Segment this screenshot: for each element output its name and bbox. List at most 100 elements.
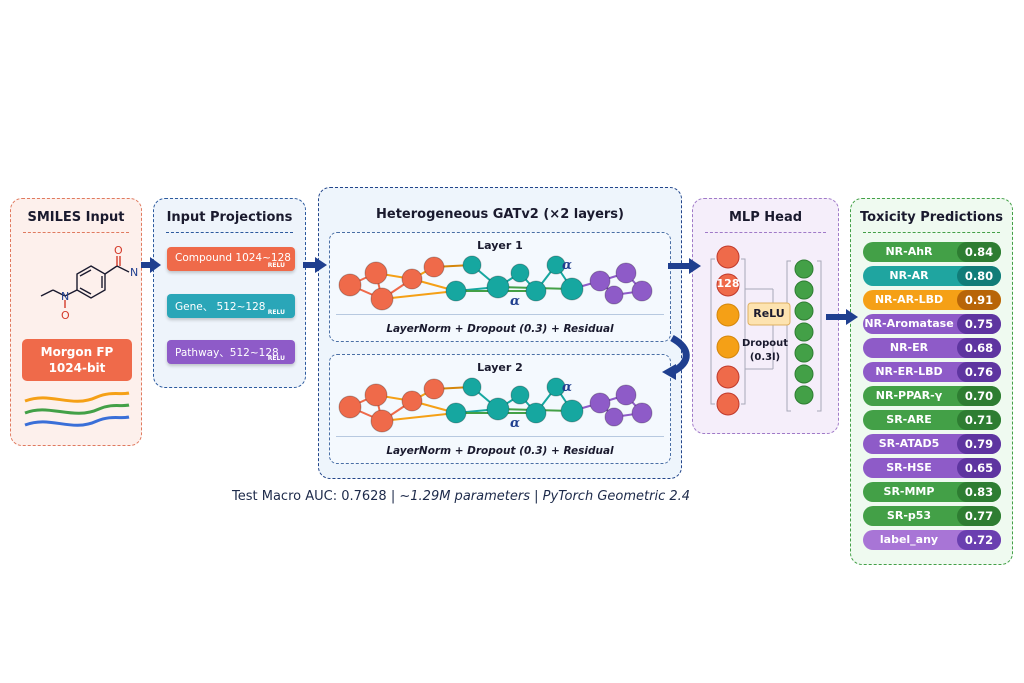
prediction-value: 0.70 <box>957 386 1001 406</box>
graph-node <box>546 255 566 275</box>
prediction-row: NR-ER 0.68 <box>863 338 1001 358</box>
prediction-label: NR-AR-LBD <box>874 293 944 306</box>
prediction-label: SR-ATAD5 <box>878 437 940 450</box>
gene-relu-tag: RELU <box>267 309 285 316</box>
graph-node <box>445 280 467 302</box>
graph-node <box>370 409 394 433</box>
mlp-head-panel: MLP Head <box>692 198 839 434</box>
graph-node <box>364 383 388 407</box>
predictions-title-divider <box>863 232 1000 233</box>
prediction-label: label_any <box>879 533 939 546</box>
graph-node <box>462 377 482 397</box>
gene-projection-label: Gene、 512~128 <box>175 301 266 313</box>
prediction-row: SR-HSE 0.65 <box>863 458 1001 478</box>
arrow-smiles-to-proj-head <box>150 257 161 273</box>
prediction-value: 0.80 <box>957 266 1001 286</box>
molecule-structure-icon: O N N O <box>40 244 138 322</box>
prediction-pill: NR-ER 0.68 <box>863 338 1001 358</box>
graph-node <box>589 270 611 292</box>
compound-projection-box: Compound 1024~128 RELU <box>167 247 295 271</box>
arrow-layer1-to-layer2-head <box>662 364 676 380</box>
graph-node <box>604 285 624 305</box>
graph-edge <box>381 412 457 422</box>
atom-oxygen-bottom: O <box>61 309 70 322</box>
prediction-row: SR-ATAD5 0.79 <box>863 434 1001 454</box>
graph-node <box>631 402 653 424</box>
atom-nitrogen-right: N <box>130 266 138 279</box>
prediction-value: 0.75 <box>957 314 1001 334</box>
graph-node <box>423 378 445 400</box>
projections-panel-title: Input Projections <box>166 210 293 225</box>
prediction-value: 0.68 <box>957 338 1001 358</box>
projections-title-divider <box>166 232 293 233</box>
prediction-pill: NR-AR 0.80 <box>863 266 1001 286</box>
morgan-fingerprint-box: Morgon FP 1024-bit <box>22 339 132 381</box>
footer-auc: Test Macro AUC: 0.7628 <box>232 489 387 504</box>
arrow-proj-to-gat-head <box>315 257 327 273</box>
mlp-hidden-size-label: 128 <box>716 277 740 290</box>
fp-line2: 1024-bit <box>48 361 106 375</box>
relu-label: ReLU <box>753 307 785 320</box>
prediction-value: 0.76 <box>957 362 1001 382</box>
arrow-mlp-to-tox-shaft <box>826 314 848 320</box>
footer-separator-2: | <box>534 489 539 504</box>
graph-node <box>510 385 530 405</box>
graph-node <box>486 275 510 299</box>
compound-relu-tag: RELU <box>267 262 285 269</box>
arrow-mlp-to-tox-head <box>846 309 858 325</box>
arrow-gat-to-mlp-shaft <box>668 263 690 269</box>
prediction-row: NR-AR-LBD 0.91 <box>863 290 1001 310</box>
prediction-label: NR-ER <box>889 341 929 354</box>
graph-node <box>338 395 362 419</box>
pathway-projection-box: Pathway、512~128 RELU <box>167 340 295 364</box>
footer-separator-1: | <box>390 489 396 504</box>
prediction-label: NR-Aromatase <box>864 317 954 330</box>
prediction-row: NR-AR 0.80 <box>863 266 1001 286</box>
graph-node <box>631 280 653 302</box>
pathway-projection-label: Pathway、512~128 <box>175 347 279 359</box>
prediction-value: 0.65 <box>957 458 1001 478</box>
dropout-label-line2: (0.3l) <box>749 352 781 363</box>
prediction-label: SR-ARE <box>886 413 932 426</box>
prediction-value: 0.79 <box>957 434 1001 454</box>
arrow-proj-to-gat-shaft <box>303 262 316 268</box>
graph-edge <box>381 290 457 300</box>
footer-framework: PyTorch Geometric 2.4 <box>542 489 691 504</box>
layer-2-graph-icon: αα <box>338 377 653 433</box>
gatv2-panel-title: Heterogeneous GATv2 (×2 layers) <box>376 207 624 222</box>
fingerprint-waves-icon <box>24 391 130 427</box>
prediction-pill: NR-ER-LBD 0.76 <box>863 362 1001 382</box>
prediction-value: 0.83 <box>957 482 1001 502</box>
prediction-value: 0.91 <box>957 290 1001 310</box>
prediction-label: NR-AhR <box>885 245 933 258</box>
graph-node <box>370 287 394 311</box>
prediction-label: NR-AR <box>889 269 929 282</box>
layer-1-separator <box>336 314 664 315</box>
arrow-layer1-to-layer2 <box>670 334 690 376</box>
prediction-pill: SR-HSE 0.65 <box>863 458 1001 478</box>
arrow-smiles-to-proj-shaft <box>141 262 151 268</box>
prediction-label: SR-HSE <box>886 461 932 474</box>
graph-node <box>546 377 566 397</box>
graph-node <box>510 263 530 283</box>
attention-alpha-label: α <box>562 258 572 273</box>
graph-node <box>525 402 547 424</box>
prediction-label: NR-ER-LBD <box>875 365 943 378</box>
footer-summary: Test Macro AUC: 0.7628 | ~1.29M paramete… <box>232 489 690 504</box>
prediction-value: 0.77 <box>957 506 1001 526</box>
